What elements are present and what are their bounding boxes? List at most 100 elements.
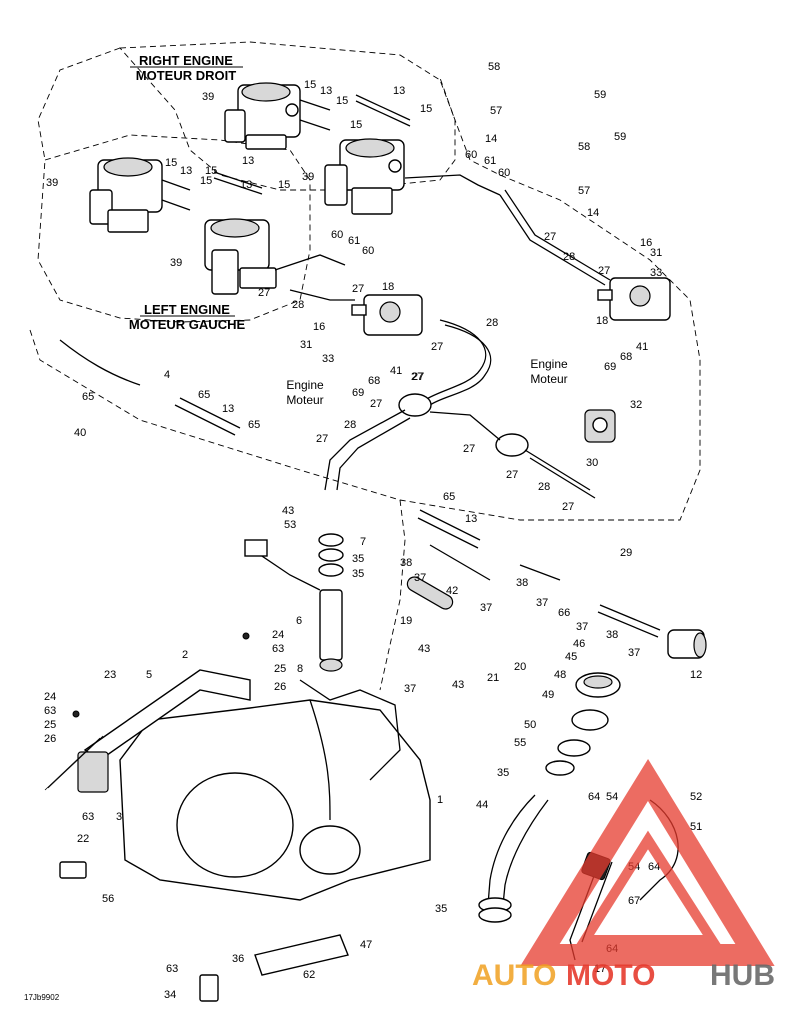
callout: 69 bbox=[352, 387, 364, 399]
callout: 63 bbox=[166, 963, 178, 975]
callout: 3 bbox=[116, 811, 122, 823]
callout: 15 bbox=[336, 95, 348, 107]
callout: 18 bbox=[596, 315, 608, 327]
callout: 22 bbox=[77, 833, 89, 845]
callout: 50 bbox=[524, 719, 536, 731]
callout: 56 bbox=[102, 893, 114, 905]
callout: 65 bbox=[82, 391, 94, 403]
callout: 26 bbox=[274, 681, 286, 693]
right-engine-title-en: RIGHT ENGINE bbox=[139, 53, 233, 68]
watermark-auto: AUTO bbox=[472, 959, 556, 992]
right-engine-hoses bbox=[299, 94, 501, 196]
hardware bbox=[44, 632, 349, 1002]
watermark bbox=[520, 758, 775, 966]
engine-label-1-en: Engine bbox=[286, 378, 324, 392]
callout: 33 bbox=[650, 267, 662, 279]
callout: 64 bbox=[588, 791, 600, 803]
callout: 45 bbox=[565, 651, 577, 663]
callout: 20 bbox=[514, 661, 526, 673]
callout: 65 bbox=[248, 419, 260, 431]
engine-label-2-en: Engine bbox=[530, 357, 568, 371]
callout: 13 bbox=[393, 85, 405, 97]
outlet-fitting bbox=[667, 629, 707, 659]
callout: 64 bbox=[648, 861, 660, 873]
callout: 13 bbox=[222, 403, 234, 415]
callout: 31 bbox=[650, 247, 662, 259]
callout: 43 bbox=[418, 643, 430, 655]
callout: 18 bbox=[382, 281, 394, 293]
callout: 27 bbox=[463, 443, 475, 455]
callout: 37 bbox=[628, 647, 640, 659]
left-carburetor-1 bbox=[89, 157, 163, 233]
fuel-filter bbox=[398, 393, 529, 457]
callout: 60 bbox=[362, 245, 374, 257]
callout: 35 bbox=[497, 767, 509, 779]
system-outline bbox=[29, 77, 701, 521]
callout: 60 bbox=[331, 229, 343, 241]
callout: 59 bbox=[594, 89, 606, 101]
callout: 28 bbox=[344, 419, 356, 431]
callout: 6 bbox=[296, 615, 302, 627]
watermark-moto: MOTO bbox=[566, 959, 655, 992]
callouts: 1 2 3 4 5 6 7 8 12 13 13 13 13 13 13 13 … bbox=[44, 61, 702, 1001]
callout: 15 bbox=[420, 103, 432, 115]
callout: 51 bbox=[690, 821, 702, 833]
fuel-tank bbox=[119, 679, 431, 901]
callout: 16 bbox=[313, 321, 325, 333]
callout: 5 bbox=[146, 669, 152, 681]
callout: 27 bbox=[412, 371, 424, 383]
callout: 43 bbox=[282, 505, 294, 517]
callout: 67 bbox=[628, 895, 640, 907]
callout: 24 bbox=[272, 629, 284, 641]
right-carburetor-2 bbox=[324, 138, 405, 215]
left-carburetor-2 bbox=[204, 218, 277, 295]
callout: 16 bbox=[640, 237, 652, 249]
callout: 68 bbox=[368, 375, 380, 387]
callout: 15 bbox=[278, 179, 290, 191]
callout: 39 bbox=[202, 91, 214, 103]
callout: 28 bbox=[486, 317, 498, 329]
callout: 38 bbox=[400, 557, 412, 569]
callout: 27 bbox=[370, 398, 382, 410]
callout: 37 bbox=[576, 621, 588, 633]
callout: 26 bbox=[44, 733, 56, 745]
callout: 13 bbox=[320, 85, 332, 97]
callout: 27 bbox=[352, 283, 364, 295]
callout: 52 bbox=[690, 791, 702, 803]
callout: 15 bbox=[165, 157, 177, 169]
callout: 39 bbox=[302, 171, 314, 183]
callout: 63 bbox=[272, 643, 284, 655]
callout: 49 bbox=[542, 689, 554, 701]
callout: 37 bbox=[404, 683, 416, 695]
check-valve bbox=[584, 409, 616, 443]
callout: 27 bbox=[258, 287, 270, 299]
callout: 57 bbox=[490, 105, 502, 117]
fuel-sender bbox=[244, 533, 344, 672]
callout: 27 bbox=[506, 469, 518, 481]
upper-left-outline bbox=[37, 47, 121, 161]
left-engine-outline bbox=[37, 134, 311, 323]
callout: 30 bbox=[586, 457, 598, 469]
callout: 60 bbox=[498, 167, 510, 179]
callout: 58 bbox=[578, 141, 590, 153]
figure-code: 17Jb9902 bbox=[24, 993, 60, 1002]
callout: 13 bbox=[240, 179, 252, 191]
tank-bracket bbox=[77, 669, 251, 793]
callout: 54 bbox=[606, 791, 618, 803]
fuel-pump-right bbox=[597, 277, 671, 321]
callout: 41 bbox=[390, 365, 402, 377]
callout: 36 bbox=[232, 953, 244, 965]
watermark-logo-triangle bbox=[520, 758, 775, 966]
callout: 7 bbox=[360, 536, 366, 548]
right-carburetor-1 bbox=[224, 82, 301, 150]
callout: 37 bbox=[536, 597, 548, 609]
callout: 61 bbox=[484, 155, 496, 167]
callout: 29 bbox=[620, 547, 632, 559]
callout: 37 bbox=[480, 602, 492, 614]
callout: 13 bbox=[242, 155, 254, 167]
callout: 47 bbox=[360, 939, 372, 951]
callout: 35 bbox=[352, 553, 364, 565]
callout: 31 bbox=[300, 339, 312, 351]
callout: 27 bbox=[562, 501, 574, 513]
callout: 63 bbox=[44, 705, 56, 717]
